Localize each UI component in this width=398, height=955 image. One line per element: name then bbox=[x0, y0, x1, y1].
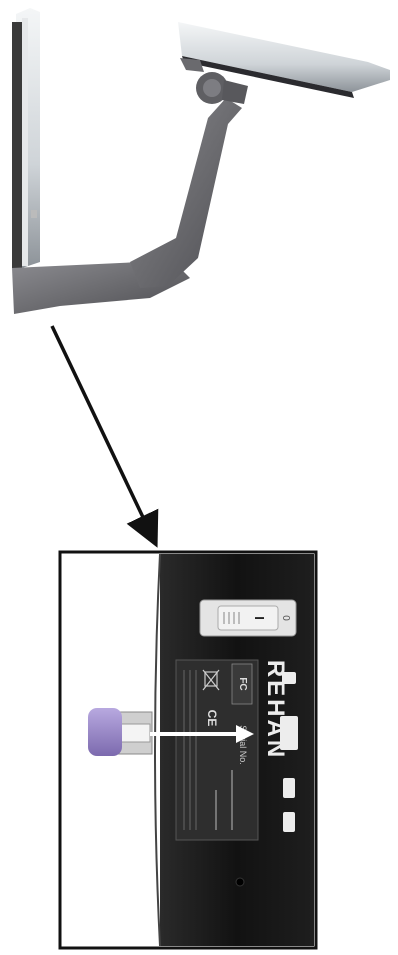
screw-hole bbox=[236, 878, 244, 886]
detail-inset: I 0 FC CE Serial No. REHAN bbox=[60, 552, 316, 948]
usb-port-icon bbox=[282, 672, 296, 684]
fcc-mark-icon: FC bbox=[237, 677, 248, 690]
power-switch-off-label: 0 bbox=[280, 615, 291, 621]
power-switch[interactable]: I 0 bbox=[200, 600, 296, 636]
device-on-arm bbox=[12, 8, 390, 314]
callout-arrow bbox=[52, 326, 150, 532]
arm-hinge bbox=[196, 72, 248, 104]
power-switch-on-label: I bbox=[252, 616, 267, 620]
device-side-panel bbox=[12, 8, 40, 268]
port-slot bbox=[280, 716, 298, 750]
ce-mark-icon: CE bbox=[205, 710, 219, 727]
arm-segment bbox=[130, 98, 242, 288]
cable-connector[interactable] bbox=[88, 708, 152, 756]
port-slot bbox=[283, 812, 295, 832]
port-slot bbox=[283, 778, 295, 798]
product-label: FC CE Serial No. bbox=[176, 660, 258, 840]
